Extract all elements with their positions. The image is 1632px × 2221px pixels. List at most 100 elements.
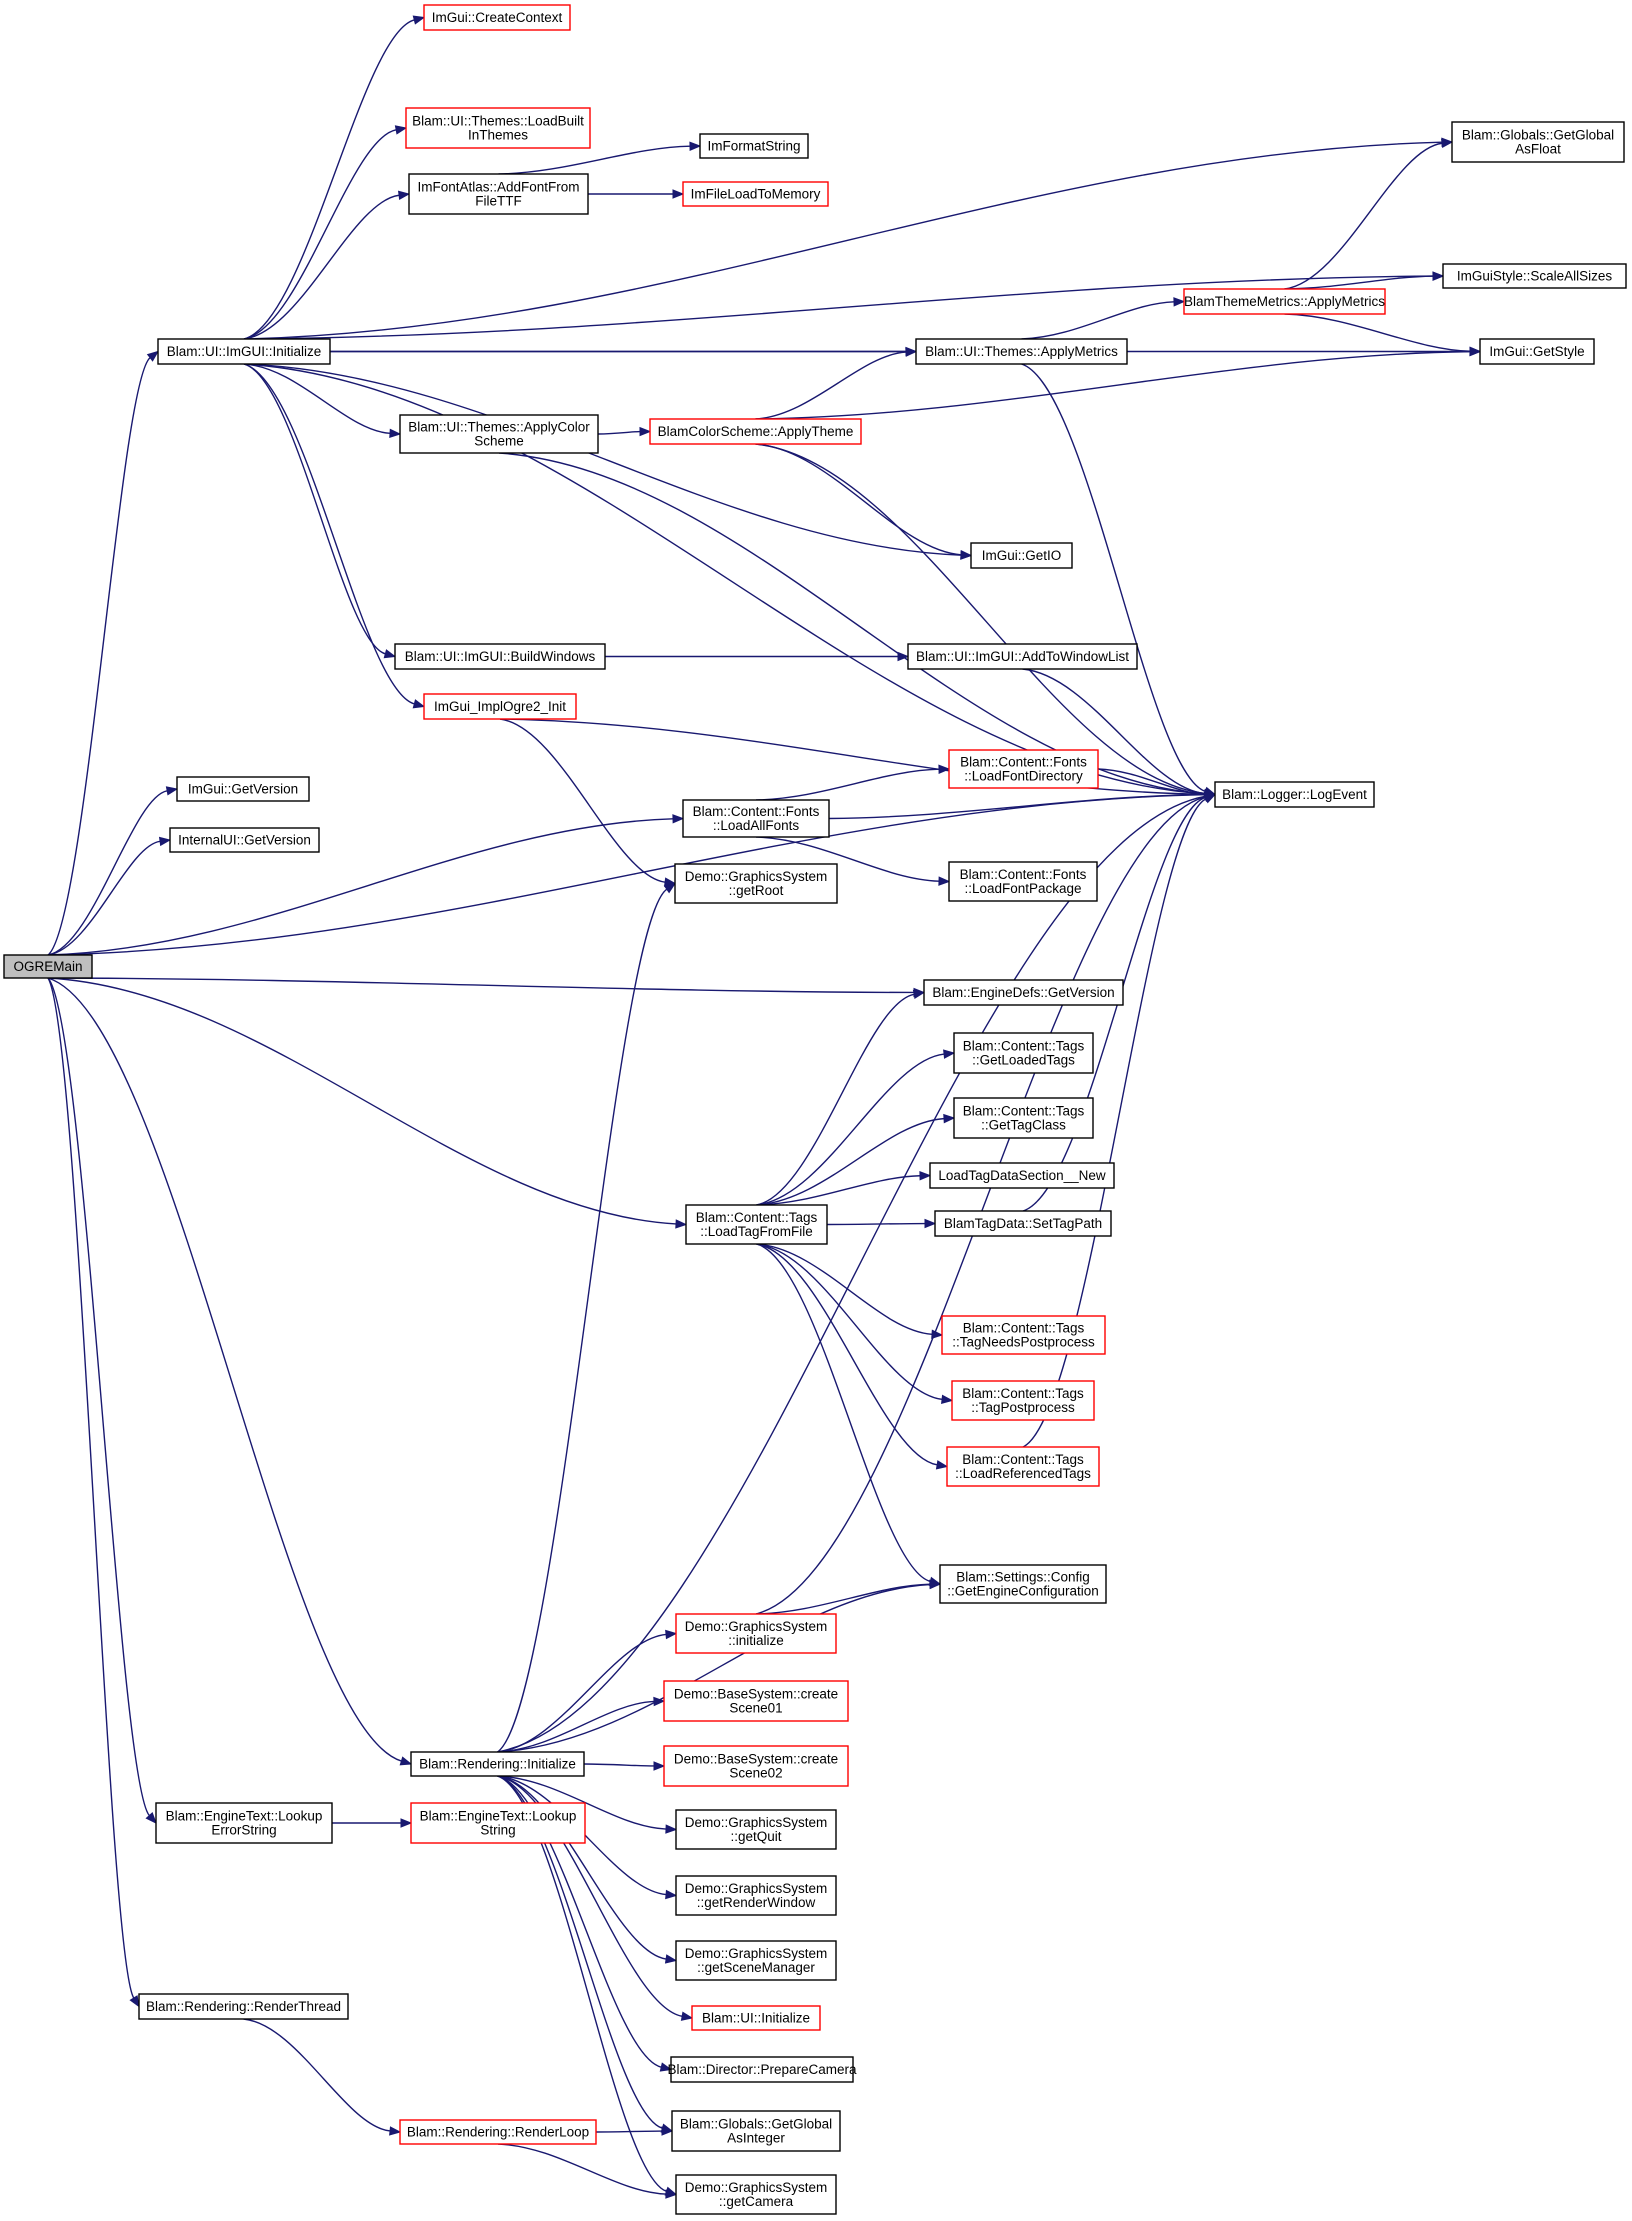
node-label: ImGui::CreateContext bbox=[432, 10, 563, 25]
node-enginedefsgetversion[interactable]: Blam::EngineDefs::GetVersion bbox=[923, 979, 1124, 1006]
node-box bbox=[674, 863, 838, 904]
node-themesapplymetrics[interactable]: Blam::UI::Themes::ApplyMetrics bbox=[915, 338, 1128, 365]
node-gfxinitialize[interactable]: Demo::GraphicsSystem::initialize bbox=[675, 1613, 837, 1654]
node-label: Scheme bbox=[474, 434, 524, 449]
edge-ogremain-to-loadtagfromfile bbox=[47, 977, 688, 1229]
node-box bbox=[157, 338, 331, 365]
node-getcamera[interactable]: Demo::GraphicsSystem::getCamera bbox=[675, 2174, 837, 2215]
node-box bbox=[682, 799, 830, 838]
edge-line bbox=[497, 1775, 667, 1960]
node-getengineconfiguration[interactable]: Blam::Settings::Config::GetEngineConfigu… bbox=[939, 1564, 1107, 1604]
node-addtowindowlist[interactable]: Blam::UI::ImGUI::AddToWindowList bbox=[907, 643, 1138, 670]
node-loadtagfromfile[interactable]: Blam::Content::Tags::LoadTagFromFile bbox=[685, 1204, 828, 1245]
edge-addfontfromfilettf-to-imfileloadtomemory bbox=[587, 189, 685, 199]
edge-line bbox=[755, 443, 962, 556]
arrowhead bbox=[919, 1171, 932, 1181]
node-getrenderwindow[interactable]: Demo::GraphicsSystem::getRenderWindow bbox=[675, 1875, 837, 1916]
edge-applytheme-to-themesapplymetrics bbox=[755, 347, 918, 420]
edge-line bbox=[755, 768, 940, 801]
edge-ogremain-to-loadallfonts bbox=[47, 814, 685, 956]
edge-line bbox=[1022, 668, 1206, 795]
arrowhead bbox=[165, 786, 179, 796]
node-box bbox=[948, 861, 1098, 902]
node-settagpath[interactable]: BlamTagData::SetTagPath bbox=[934, 1210, 1112, 1237]
edge-line bbox=[499, 718, 666, 883]
node-buildwindows[interactable]: Blam::UI::ImGUI::BuildWindows bbox=[394, 643, 606, 670]
arrowhead bbox=[943, 1049, 956, 1059]
node-loadfontpackage[interactable]: Blam::Content::Fonts::LoadFontPackage bbox=[948, 861, 1098, 902]
node-ogremain[interactable]: OGREMain bbox=[3, 954, 93, 979]
node-label: ::GetLoadedTags bbox=[972, 1053, 1075, 1068]
node-imguiinit[interactable]: Blam::UI::ImGUI::Initialize bbox=[157, 338, 331, 365]
edge-ogremain-to-lookuperrorstring bbox=[47, 977, 157, 1825]
node-applytheme[interactable]: BlamColorScheme::ApplyTheme bbox=[649, 418, 862, 445]
node-box bbox=[675, 1940, 837, 1981]
node-gettagclass[interactable]: Blam::Content::Tags::GetTagClass bbox=[953, 1097, 1094, 1139]
node-loadtagdatasection[interactable]: LoadTagDataSection__New bbox=[929, 1162, 1115, 1189]
edge-renderinginit-to-logevent bbox=[497, 791, 1217, 1753]
node-box bbox=[929, 1162, 1115, 1189]
node-label: Scene01 bbox=[729, 1701, 782, 1716]
node-label: AsFloat bbox=[1515, 142, 1561, 157]
edge-imguiinit-to-themesapplymetrics bbox=[330, 346, 918, 357]
node-label: Demo::GraphicsSystem bbox=[685, 1946, 828, 1961]
edge-line bbox=[243, 2018, 391, 2132]
node-scaleallsizes[interactable]: ImGuiStyle::ScaleAllSizes bbox=[1442, 263, 1627, 289]
node-label: Blam::Content::Tags bbox=[963, 1039, 1085, 1054]
node-label: Blam::Content::Tags bbox=[963, 1104, 1085, 1119]
node-label: ImGui_ImplOgre2_Init bbox=[434, 699, 566, 714]
node-getscenemanager[interactable]: Demo::GraphicsSystem::getSceneManager bbox=[675, 1940, 837, 1981]
edge-line bbox=[243, 363, 962, 556]
node-themeapplymetrics[interactable]: BlamThemeMetrics::ApplyMetrics bbox=[1183, 288, 1386, 315]
node-implogre2init[interactable]: ImGui_ImplOgre2_Init bbox=[423, 693, 577, 720]
edge-ogremain-to-imguigetversion bbox=[47, 786, 179, 956]
edge-imguiinit-to-getio bbox=[243, 363, 973, 560]
node-imfileloadtomemory[interactable]: ImFileLoadToMemory bbox=[682, 181, 829, 207]
node-box bbox=[394, 643, 606, 670]
node-getstyle[interactable]: ImGui::GetStyle bbox=[1479, 338, 1595, 365]
node-renderinginit[interactable]: Blam::Rendering::Initialize bbox=[410, 1751, 585, 1777]
node-tagpostprocess[interactable]: Blam::Content::Tags::TagPostprocess bbox=[951, 1380, 1095, 1421]
edge-lookuperrorstring-to-lookupstring bbox=[331, 1818, 413, 1828]
node-getroot[interactable]: Demo::GraphicsSystem::getRoot bbox=[674, 863, 838, 904]
edge-loadtagfromfile-to-getloadedtags bbox=[756, 1049, 956, 1206]
node-getio[interactable]: ImGui::GetIO bbox=[970, 542, 1073, 569]
node-renderloop[interactable]: Blam::Rendering::RenderLoop bbox=[399, 2119, 597, 2145]
node-renderthread[interactable]: Blam::Rendering::RenderThread bbox=[138, 1993, 349, 2020]
node-loadreferencedtags[interactable]: Blam::Content::Tags::LoadReferencedTags bbox=[946, 1446, 1100, 1487]
node-getloadedtags[interactable]: Blam::Content::Tags::GetLoadedTags bbox=[953, 1032, 1094, 1074]
edge-line bbox=[47, 977, 915, 994]
arrowhead bbox=[1173, 297, 1186, 307]
edge-line bbox=[497, 1583, 931, 1753]
edge-imguiinit-to-applycolorscheme bbox=[243, 363, 402, 439]
edge-line bbox=[1021, 301, 1175, 340]
arrowhead bbox=[663, 882, 677, 894]
node-label: Blam::Rendering::RenderThread bbox=[146, 1999, 341, 2014]
edge-addfontfromfilettf-to-imformatstring bbox=[498, 141, 702, 175]
node-loadallfonts[interactable]: Blam::Content::Fonts::LoadAllFonts bbox=[682, 799, 830, 838]
node-getquit[interactable]: Demo::GraphicsSystem::getQuit bbox=[675, 1809, 837, 1850]
node-label: BlamColorScheme::ApplyTheme bbox=[658, 424, 854, 439]
edge-renderinginit-to-preparecamera bbox=[497, 1775, 673, 2072]
node-logevent[interactable]: Blam::Logger::LogEvent bbox=[1214, 781, 1375, 808]
node-loadfontdirectory[interactable]: Blam::Content::Fonts::LoadFontDirectory bbox=[948, 749, 1099, 789]
node-imguigetversion[interactable]: ImGui::GetVersion bbox=[176, 776, 310, 802]
edge-renderinginit-to-getengineconfiguration bbox=[497, 1579, 942, 1753]
node-label: OGREMain bbox=[13, 959, 82, 974]
node-internaluigetversion[interactable]: InternalUI::GetVersion bbox=[169, 827, 320, 853]
node-tagneedspostprocess[interactable]: Blam::Content::Tags::TagNeedsPostprocess bbox=[941, 1315, 1106, 1355]
edge-line bbox=[583, 1763, 655, 1767]
node-preparecamera[interactable]: Blam::Director::PrepareCamera bbox=[667, 2056, 857, 2083]
node-createcontext[interactable]: ImGui::CreateContext bbox=[423, 4, 571, 31]
node-uiinitialize[interactable]: Blam::UI::Initialize bbox=[691, 2005, 821, 2031]
node-imformatstring[interactable]: ImFormatString bbox=[699, 133, 809, 159]
